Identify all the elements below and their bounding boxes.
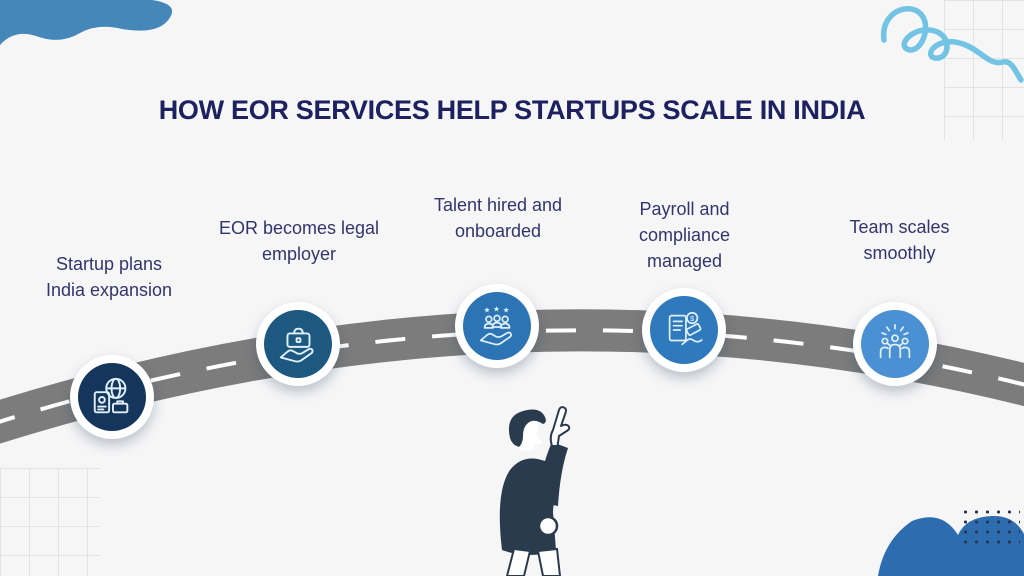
page-title: HOW EOR SERVICES HELP STARTUPS SCALE IN … — [158, 95, 866, 125]
label-line: EOR becomes legal — [218, 218, 380, 238]
milestone-circle-1-fill — [78, 363, 146, 431]
label-line: Payroll and — [639, 199, 730, 219]
svg-text:★: ★ — [493, 305, 500, 314]
milestone-label-payroll-compliance: Payroll and compliance managed — [602, 196, 767, 274]
milestone-circle-1 — [70, 355, 154, 439]
milestone-circle-4-fill: $ — [650, 296, 718, 364]
svg-text:★: ★ — [503, 306, 510, 315]
person-pointing-illustration — [499, 406, 571, 576]
hand-briefcase-icon — [279, 327, 314, 363]
milestone-circle-5 — [853, 302, 937, 386]
label-line: employer — [261, 244, 337, 264]
milestone-label-eor-legal-employer: EOR becomes legal employer — [203, 215, 395, 267]
milestone-circle-5-fill — [861, 310, 929, 378]
label-line: managed — [646, 251, 723, 271]
label-line: India expansion — [45, 280, 173, 300]
milestone-circle-2 — [256, 302, 340, 386]
milestone-circle-2-fill — [264, 310, 332, 378]
label-line: Startup plans — [55, 254, 163, 274]
label-line: Talent hired and — [433, 195, 563, 215]
milestone-label-team-scales: Team scales smoothly — [812, 214, 987, 266]
milestone-circle-4: $ — [642, 288, 726, 372]
svg-text:★: ★ — [484, 306, 491, 315]
label-line: Team scales — [849, 217, 950, 237]
expansion-documents-globe-icon — [93, 377, 129, 414]
label-line: smoothly — [863, 243, 936, 263]
svg-text:$: $ — [690, 314, 695, 323]
dots-pattern-bottom-right — [960, 507, 1020, 549]
payroll-document-coin-icon: $ — [668, 311, 703, 346]
label-line: onboarded — [454, 221, 542, 241]
milestone-circle-3: ★ ★ ★ — [455, 284, 539, 368]
team-celebration-icon — [879, 323, 911, 359]
milestone-label-startup-plans: Startup plans India expansion — [14, 251, 204, 303]
hand-team-stars-icon: ★ ★ ★ — [479, 305, 512, 346]
milestone-circle-3-fill: ★ ★ ★ — [463, 292, 531, 360]
milestone-label-talent-hired: Talent hired and onboarded — [402, 192, 594, 244]
label-line: compliance — [638, 225, 731, 245]
grid-pattern-bottom-left — [0, 468, 100, 576]
